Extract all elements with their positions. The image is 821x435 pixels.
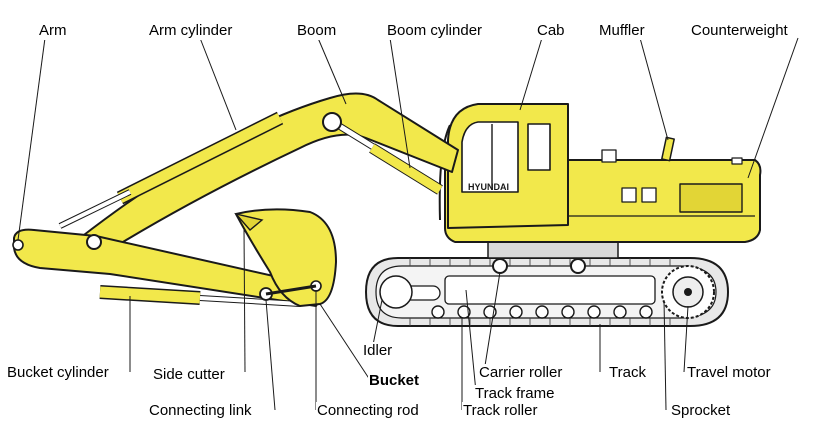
track-rollers — [432, 306, 652, 318]
label-bucket-cylinder: Bucket cylinder — [6, 364, 110, 382]
label-arm: Arm — [38, 22, 68, 40]
side-panel-1 — [622, 188, 636, 202]
label-connecting-rod: Connecting rod — [316, 402, 420, 420]
label-bucket: Bucket — [368, 372, 420, 390]
boom-pin — [323, 113, 341, 131]
track-assembly — [366, 258, 728, 326]
label-side-cutter: Side cutter — [152, 366, 226, 384]
label-sprocket: Sprocket — [670, 402, 731, 420]
label-muffler: Muffler — [598, 22, 646, 40]
brand-text: HYUNDAI — [468, 182, 509, 192]
carrier-roller-2 — [571, 259, 585, 273]
carrier-roller-1 — [493, 259, 507, 273]
track-frame — [445, 276, 655, 304]
label-track-frame: Track frame — [474, 385, 555, 403]
label-carrier-roller: Carrier roller — [478, 364, 563, 382]
label-track: Track — [608, 364, 647, 382]
label-arm-cylinder: Arm cylinder — [148, 22, 233, 40]
arm-tip-pin — [13, 240, 23, 250]
muffler-pipe — [662, 137, 674, 160]
air-cleaner — [602, 150, 616, 162]
arm-boom-pin — [87, 235, 101, 249]
label-boom: Boom — [296, 22, 337, 40]
label-idler: Idler — [362, 342, 393, 360]
idler-wheel — [380, 276, 412, 308]
upper-structure — [440, 104, 761, 242]
label-connecting-link: Connecting link — [148, 402, 253, 420]
counterweight-lamp — [732, 158, 742, 164]
hood-panel — [680, 184, 742, 212]
label-track-roller: Track roller — [462, 402, 538, 420]
label-boom-cylinder: Boom cylinder — [386, 22, 483, 40]
cab-side-window — [528, 124, 550, 170]
travel-motor-center — [684, 288, 692, 296]
label-counterweight: Counterweight — [690, 22, 789, 40]
label-cab: Cab — [536, 22, 566, 40]
side-panel-2 — [642, 188, 656, 202]
label-travel-motor: Travel motor — [686, 364, 772, 382]
